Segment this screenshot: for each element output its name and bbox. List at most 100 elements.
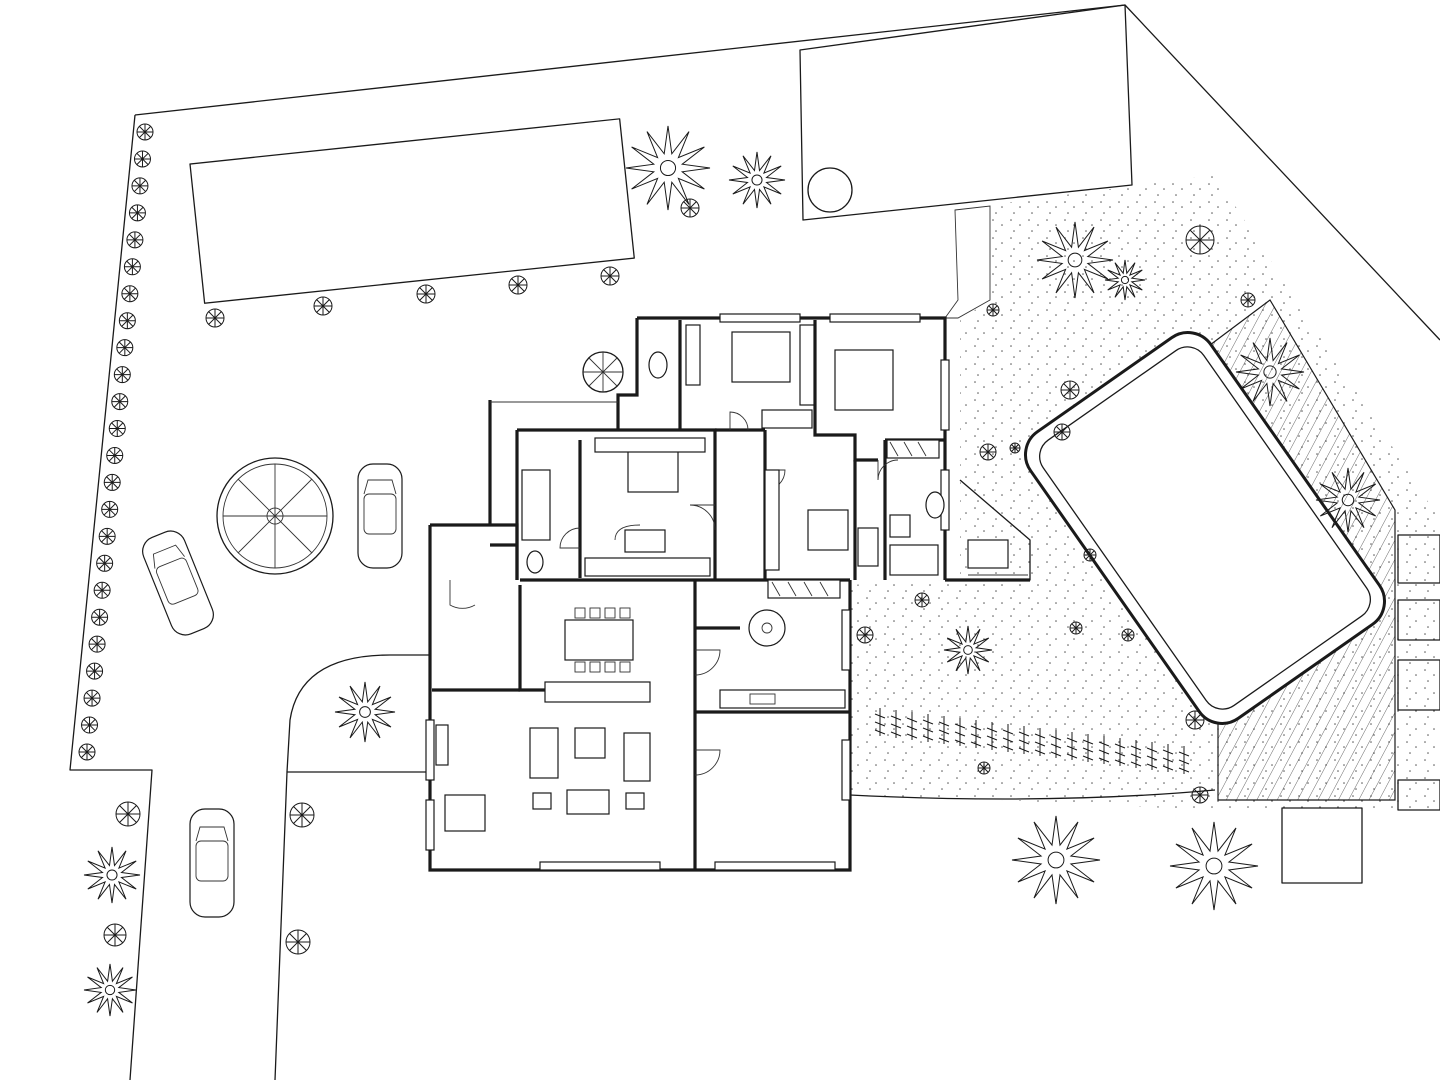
hedge-shrub — [78, 743, 96, 761]
hedge-shrub — [123, 258, 141, 276]
border-plant — [890, 710, 902, 738]
small-shrub — [856, 626, 874, 644]
hedge-shrub — [121, 285, 139, 303]
hedge-shrub — [118, 312, 136, 330]
border-plant — [1034, 728, 1046, 756]
border-plant — [1178, 746, 1190, 774]
border-plant — [1050, 730, 1062, 758]
palm-tree — [1036, 221, 1114, 299]
hedge-shrub — [106, 446, 124, 464]
hedge-shrub — [86, 662, 104, 680]
border-plant — [1018, 726, 1030, 754]
palm-tree — [334, 681, 396, 743]
trees-and-shrubs — [78, 123, 1381, 1017]
shrub — [680, 198, 700, 218]
palm-tree — [728, 151, 786, 209]
swimming-pool — [1024, 331, 1386, 725]
small-shrub — [285, 929, 311, 955]
hedge-shrub — [113, 366, 131, 384]
hedge-shrub — [103, 473, 121, 491]
border-plant — [986, 722, 998, 750]
small-shrub — [289, 802, 315, 828]
palm-tree — [1011, 815, 1101, 905]
hedge-shrub — [126, 231, 144, 249]
windows — [425, 313, 950, 871]
small-shrub — [115, 801, 141, 827]
outdoor-shower-units — [1397, 534, 1440, 811]
border-plant — [1098, 736, 1110, 764]
small-shrub — [986, 303, 1000, 317]
palm-tree — [1235, 337, 1305, 407]
border-plant — [1066, 732, 1078, 760]
hedge-shrub — [108, 420, 126, 438]
car-lower-driveway — [189, 808, 235, 918]
pool-house — [1281, 807, 1363, 884]
hedge-shrub — [136, 123, 154, 141]
hedge-shrub — [96, 554, 114, 572]
hedge-shrub — [98, 527, 116, 545]
hedge-shrub — [83, 689, 101, 707]
palm-tree — [1315, 467, 1381, 533]
border-plant — [1130, 740, 1142, 768]
doors — [449, 411, 899, 776]
hedge-shrub — [88, 635, 106, 653]
hedge-shrub — [93, 581, 111, 599]
small-shrub — [103, 923, 127, 947]
palm-tree — [625, 125, 711, 211]
shrub — [313, 296, 333, 316]
small-shrub — [1191, 786, 1209, 804]
hedge-shrub — [111, 393, 129, 411]
small-shrub — [1185, 710, 1205, 730]
garden-shed — [189, 118, 635, 304]
palm-tree — [1169, 821, 1259, 911]
round-planter — [582, 351, 624, 393]
small-shrub — [1121, 628, 1135, 642]
small-shrub — [1053, 423, 1071, 441]
hedge-shrub — [81, 716, 99, 734]
border-plant — [1114, 738, 1126, 766]
border-plant — [922, 714, 934, 742]
hedge-shrub — [116, 339, 134, 357]
palm-tree — [83, 963, 137, 1017]
hedge-shrub — [131, 177, 149, 195]
small-shrub — [1009, 442, 1021, 454]
house-walls — [428, 316, 1031, 872]
hedge-shrub — [133, 150, 151, 168]
border-plant — [874, 708, 886, 736]
rear-annex — [799, 4, 1133, 221]
small-shrub — [1083, 548, 1097, 562]
border-plant — [970, 720, 982, 748]
shrub — [416, 284, 436, 304]
furniture — [435, 324, 1009, 832]
border-plant — [1146, 742, 1158, 770]
palm-tree — [1104, 259, 1146, 301]
hedge-shrub — [128, 204, 146, 222]
hedge-shrub — [101, 500, 119, 518]
palm-tree — [943, 625, 993, 675]
border-plant — [954, 718, 966, 746]
round-tank — [807, 167, 853, 213]
palm-tree — [83, 846, 141, 904]
car-top-parking — [357, 463, 403, 569]
small-shrub — [914, 592, 930, 608]
small-shrub — [977, 761, 991, 775]
border-plant — [1082, 734, 1094, 762]
round-garden-feature — [216, 457, 334, 575]
border-plant — [938, 716, 950, 744]
shrub — [205, 308, 225, 328]
shrub — [600, 266, 620, 286]
car-left-driveway — [142, 530, 214, 636]
border-plant — [906, 712, 918, 740]
path-strip — [944, 205, 991, 319]
small-shrub — [1060, 380, 1080, 400]
hedge-shrub — [91, 608, 109, 626]
small-shrub — [1185, 225, 1215, 255]
small-shrub — [1240, 292, 1256, 308]
small-shrub — [1069, 621, 1083, 635]
small-shrub — [979, 443, 997, 461]
garden-edge — [849, 789, 1216, 800]
shrub — [508, 275, 528, 295]
border-plant — [1002, 724, 1014, 752]
border-plant — [1162, 744, 1174, 772]
